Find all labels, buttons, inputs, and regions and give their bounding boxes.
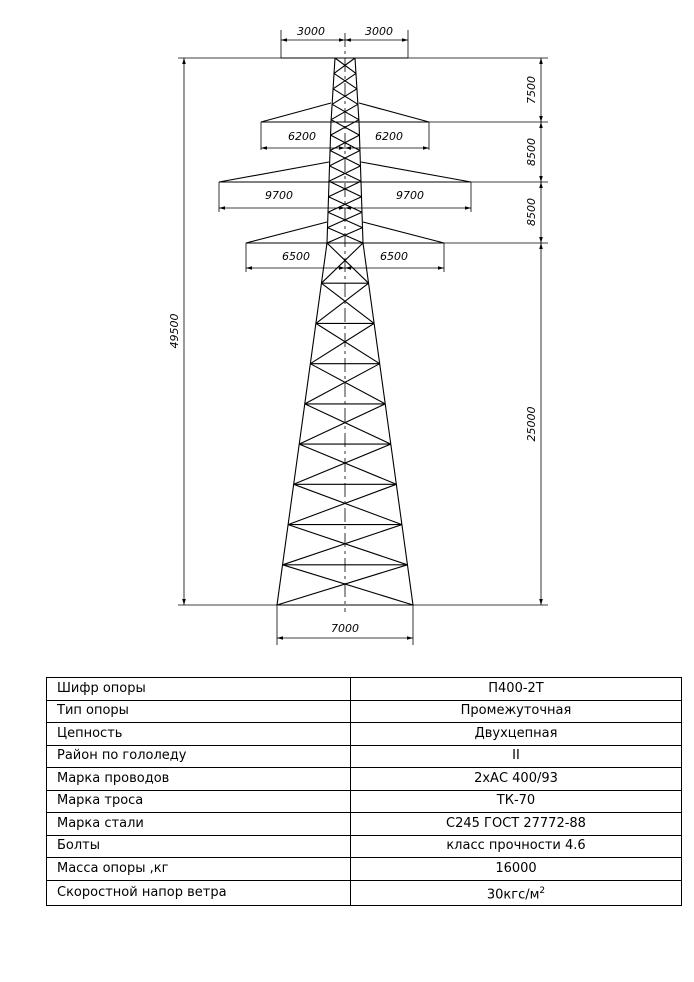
dim-top xyxy=(280,30,409,58)
dim-arm3-left: 6500 xyxy=(282,250,310,263)
spec-label: Болты xyxy=(46,834,351,858)
spec-value: Промежуточная xyxy=(350,699,682,723)
spec-label: Марка стали xyxy=(46,812,351,836)
dim-base: 7000 xyxy=(331,622,359,635)
spec-value: 2хАС 400/93 xyxy=(350,767,682,791)
dim-arm2-right: 9700 xyxy=(396,189,424,202)
spec-value-sup: 2 xyxy=(539,885,546,896)
spec-label: Тип опоры xyxy=(46,699,351,723)
spec-label: Марка троса xyxy=(46,789,351,813)
arm-level-1 xyxy=(260,102,430,123)
spec-label: Шифр опоры xyxy=(46,677,351,701)
spec-value-text: 30кгс/м xyxy=(486,886,540,902)
spec-value: 16000 xyxy=(350,857,682,881)
dim-seg-3: 8500 xyxy=(525,198,538,226)
spec-label: Цепность xyxy=(46,722,351,746)
dim-top-right: 3000 xyxy=(365,25,393,38)
spec-label: Марка проводов xyxy=(46,767,351,791)
spec-value: ТК-70 xyxy=(350,789,682,813)
arm-level-2 xyxy=(218,161,472,183)
spec-label: Скоростной напор ветра xyxy=(46,879,351,906)
spec-value: С245 ГОСТ 27772-88 xyxy=(350,812,682,836)
dim-seg-4: 25000 xyxy=(525,407,538,442)
spec-value: 30кгс/м2 xyxy=(350,879,682,906)
dim-arm2-left: 9700 xyxy=(265,189,293,202)
dim-top-left: 3000 xyxy=(297,25,325,38)
spec-value: Двухцепная xyxy=(350,722,682,746)
arm-level-3 xyxy=(245,221,445,244)
spec-value: II xyxy=(350,744,682,768)
spec-label: Район по гололеду xyxy=(46,744,351,768)
dim-arm1-left: 6200 xyxy=(288,130,316,143)
dim-arm3-right: 6500 xyxy=(380,250,408,263)
spec-value: класс прочности 4.6 xyxy=(350,834,682,858)
dim-arm1-right: 6200 xyxy=(375,130,403,143)
dim-seg-1: 7500 xyxy=(525,76,538,104)
tower-frame xyxy=(218,57,472,606)
spec-label: Масса опоры ,кг xyxy=(46,857,351,881)
dim-seg-2: 8500 xyxy=(525,138,538,166)
tower-drawing: 3000 3000 6200 6200 9700 9700 6500 6500 … xyxy=(168,25,548,645)
spec-value: П400-2Т xyxy=(350,677,682,701)
dim-total-height: 49500 xyxy=(168,314,181,349)
